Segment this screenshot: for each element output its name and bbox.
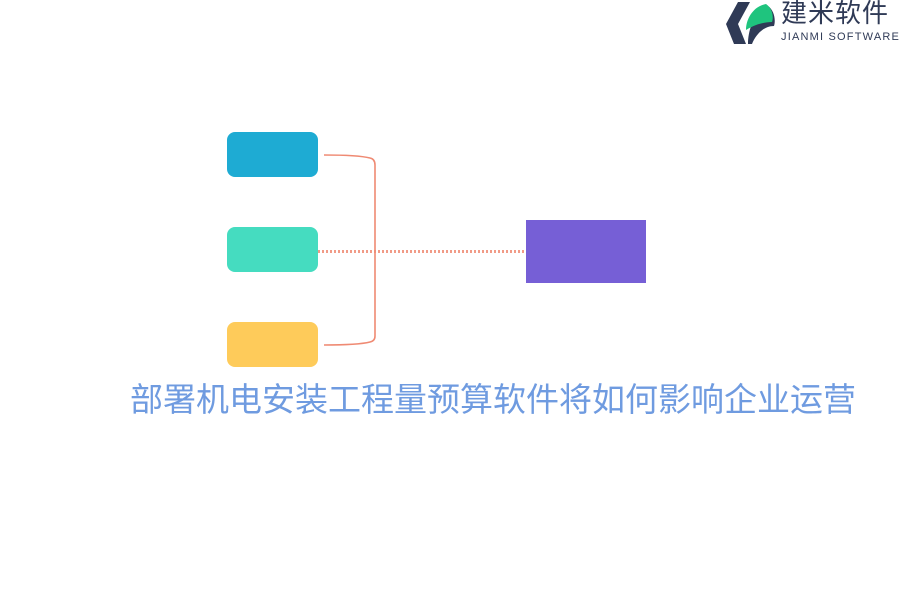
- brand-logo: 建米软件 JIANMI SOFTWARE: [724, 0, 900, 46]
- source-box-1: [227, 132, 318, 177]
- source-box-3: [227, 322, 318, 367]
- diagram-title: 部署机电安装工程量预算软件将如何影响企业运营: [130, 380, 856, 419]
- jianmi-logo-icon: [726, 2, 775, 44]
- brand-name-en: JIANMI SOFTWARE: [781, 31, 900, 43]
- target-box: [526, 220, 646, 283]
- brand-name-cn: 建米软件: [781, 0, 890, 29]
- source-box-2: [227, 227, 318, 272]
